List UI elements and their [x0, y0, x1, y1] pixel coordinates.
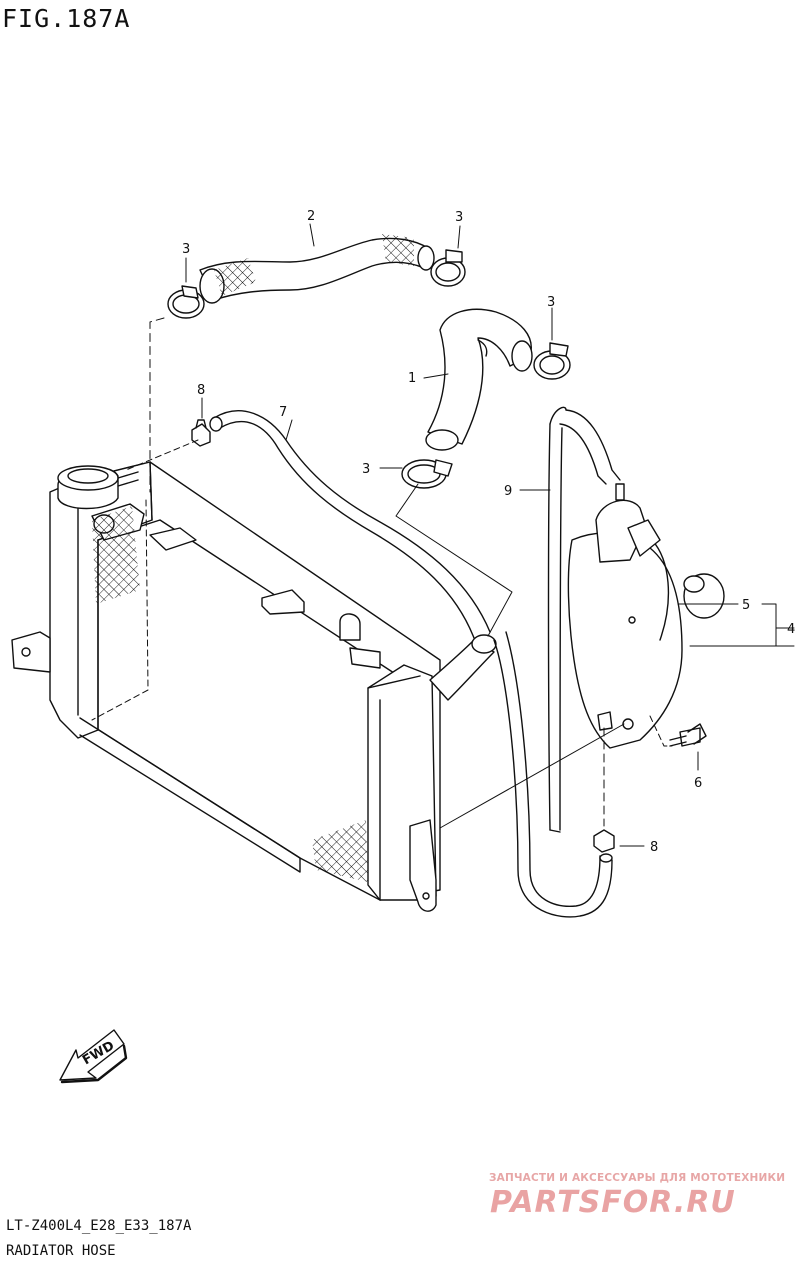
watermark-logo-text: PARTSFOR.RU: [490, 1185, 736, 1220]
clamp-3-lower: [401, 459, 453, 489]
radiator-outlet-hose: [429, 634, 497, 701]
leader-lines: [125, 223, 795, 847]
reservoir-cap-5: [627, 519, 725, 619]
clamp-3-upper-right: [430, 249, 466, 287]
hose-9-overflow: [493, 406, 621, 918]
callout-4: 4: [787, 622, 795, 637]
watermark-logo: PARTSFOR.RU: [490, 1185, 736, 1220]
callout-5: 5: [742, 598, 750, 613]
callout-1: 1: [408, 371, 416, 386]
bolt-6: [669, 723, 707, 747]
hose-2-upper: [199, 234, 435, 304]
fwd-arrow: FWD: [59, 1029, 128, 1084]
figure-title: FIG.187A: [2, 4, 131, 33]
callout-7: 7: [279, 405, 287, 420]
clip-8-upper: [191, 419, 211, 447]
callout-3-upper-right: 3: [455, 210, 463, 225]
hose-1-elbow: [425, 308, 533, 451]
watermark-caption: ЗАПЧАСТИ И АКСЕССУАРЫ ДЛЯ МОТОТЕХНИКИ: [489, 1172, 786, 1184]
callout-3-left: 3: [182, 242, 190, 257]
clamp-3-middle-right: [533, 342, 571, 380]
clamp-3-left: [167, 285, 205, 319]
callout-8-lower: 8: [650, 840, 658, 855]
callout-3-lower: 3: [362, 462, 370, 477]
figure-code: LT-Z400L4_E28_E33_187A: [6, 1218, 192, 1234]
callout-6: 6: [694, 776, 702, 791]
reservoir-tank: [567, 483, 683, 749]
hose-7-breather: [209, 410, 491, 639]
callout-2: 2: [307, 209, 315, 224]
callout-8-upper: 8: [197, 383, 205, 398]
clip-8-lower: [593, 829, 615, 853]
callout-9: 9: [504, 484, 512, 499]
radiator: [11, 461, 441, 912]
figure-name: RADIATOR HOSE: [6, 1243, 116, 1259]
callout-3-middle-right: 3: [547, 295, 555, 310]
